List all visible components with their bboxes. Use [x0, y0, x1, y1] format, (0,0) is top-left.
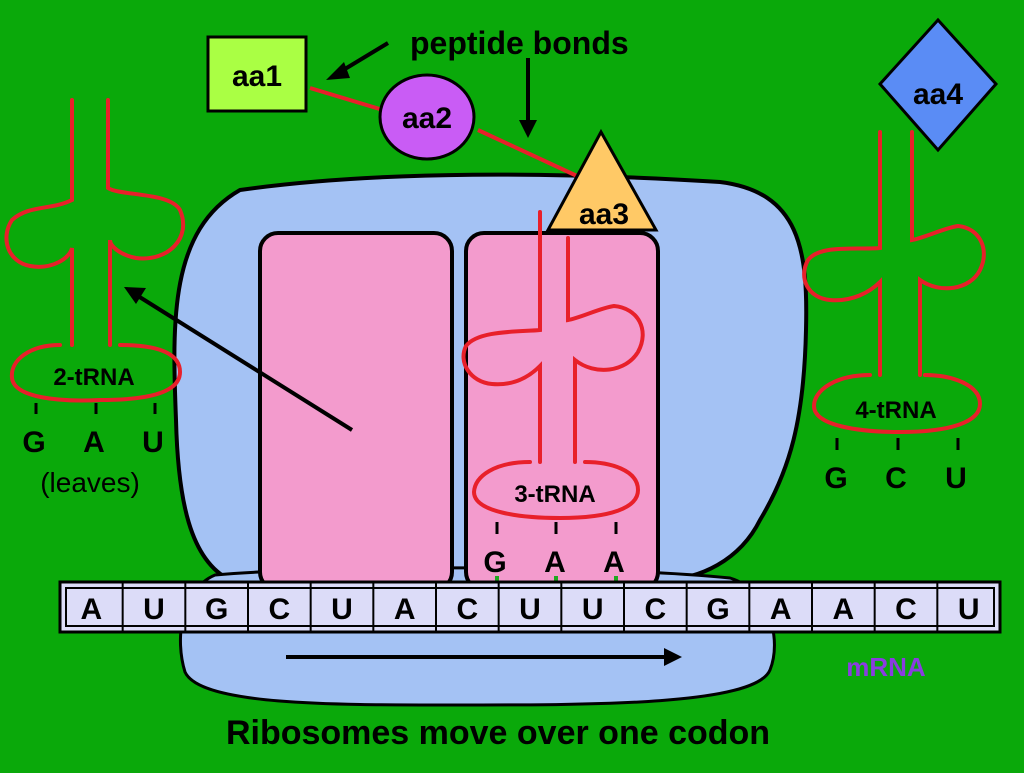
trna-2	[4, 98, 186, 403]
peptide-bond-aa2-aa3	[477, 128, 591, 184]
trna-4	[802, 130, 986, 435]
trna-2-base-1: G	[22, 426, 45, 459]
caption: Ribosomes move over one codon	[226, 714, 770, 752]
aa3-label: aa3	[579, 198, 629, 231]
trna-4-anticodon-ticks	[835, 438, 960, 450]
exit-arrow-head	[124, 287, 146, 304]
amino-acid-aa2	[378, 73, 476, 161]
trna-2-label: 2-tRNA	[53, 364, 134, 391]
mrna-base-8: U	[519, 593, 541, 626]
trna-2-base-3: U	[142, 426, 164, 459]
mrna-base-11: G	[706, 593, 729, 626]
trna-3-base-2: A	[544, 546, 566, 579]
trna-2-anticodon-ticks	[34, 403, 157, 414]
mrna-base-1: A	[80, 593, 102, 626]
mrna-label: mRNA	[846, 652, 926, 682]
mrna-base-13: A	[832, 593, 854, 626]
mrna-base-9: U	[582, 593, 604, 626]
ribosome-p-site	[258, 231, 454, 592]
aa4-label: aa4	[913, 78, 963, 111]
amino-acid-aa3	[545, 128, 659, 232]
ribosome-a-site	[464, 231, 660, 592]
exit-arrow	[136, 294, 354, 432]
mrna-base-15: U	[958, 593, 980, 626]
mrna-base-12: A	[770, 593, 792, 626]
mrna-base-5: U	[331, 593, 353, 626]
mrna-base-10: C	[644, 593, 666, 626]
mrna-base-6: A	[394, 593, 416, 626]
mrna-base-4: C	[268, 593, 290, 626]
ribosome-movement-arrow-head	[664, 648, 682, 666]
amino-acid-aa1	[206, 35, 308, 113]
mrna-frame	[58, 580, 1002, 634]
trna-4-base-1: G	[824, 462, 847, 495]
amino-acid-aa4	[877, 17, 999, 153]
aa1-label: aa1	[232, 60, 282, 93]
trna-4-base-2: C	[885, 462, 907, 495]
trna-3-anticodon-ticks	[495, 522, 618, 534]
trna-4-base-3: U	[945, 462, 967, 495]
mrna-base-7: C	[456, 593, 478, 626]
mrna-base-2: U	[143, 593, 165, 626]
mrna-base-3: G	[205, 593, 228, 626]
peptide-bond-aa1-aa2	[309, 86, 384, 112]
trna-4-label: 4-tRNA	[855, 397, 936, 424]
trna-3-base-3: A	[603, 546, 625, 579]
leaves-label: (leaves)	[40, 467, 140, 498]
arrow-to-aa1-head	[326, 62, 350, 80]
trna-3	[461, 210, 645, 521]
mrna-inner-frame	[65, 587, 995, 627]
aa2-label: aa2	[402, 102, 452, 135]
arrow-down-to-bond-head	[519, 120, 537, 138]
trna-2-base-2: A	[83, 426, 105, 459]
trna-3-base-1: G	[483, 546, 506, 579]
peptide-bonds-label: peptide bonds	[410, 25, 629, 61]
trna-3-label: 3-tRNA	[514, 481, 595, 508]
arrow-to-aa1	[338, 41, 390, 74]
mrna-base-14: C	[895, 593, 917, 626]
